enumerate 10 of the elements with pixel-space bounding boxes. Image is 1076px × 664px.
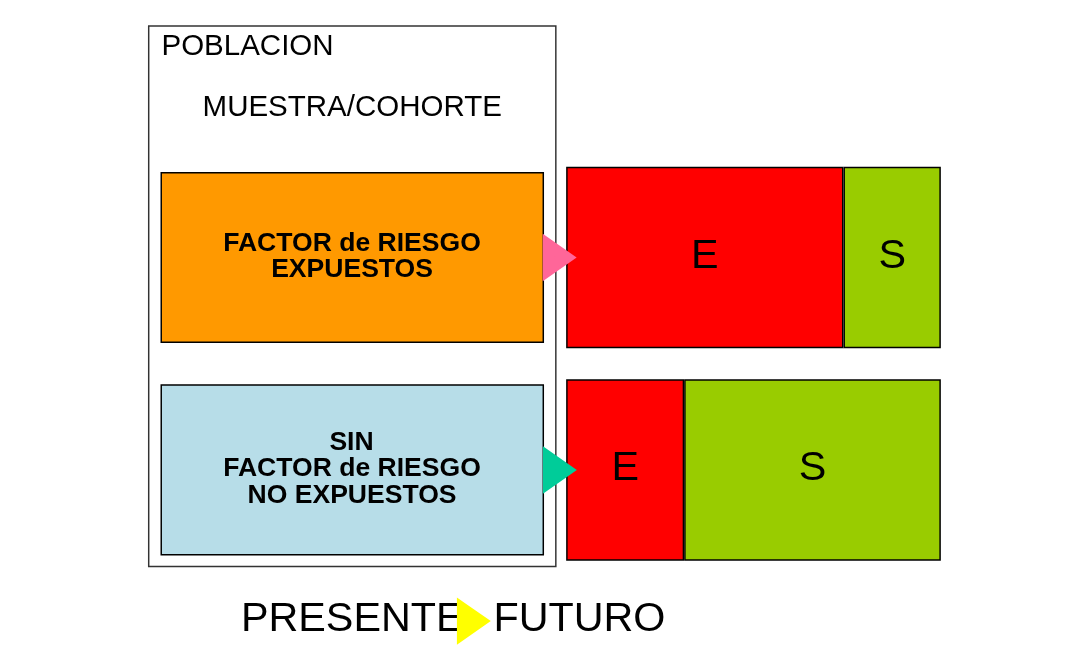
node-box: E: [565, 166, 843, 349]
node-box: SIN FACTOR de RIESGO NO EXPUESTOS: [160, 384, 544, 556]
node-text: PRESENTE: [240, 594, 464, 641]
arrow: [456, 597, 491, 645]
node-box: E: [565, 379, 684, 561]
node-box: S: [683, 379, 941, 561]
node-box: FACTOR de RIESGO EXPUESTOS: [160, 171, 544, 344]
node-box: S: [843, 166, 941, 349]
label: MUESTRA/COHORTE: [202, 88, 502, 122]
node-text: FUTURO: [492, 594, 665, 641]
